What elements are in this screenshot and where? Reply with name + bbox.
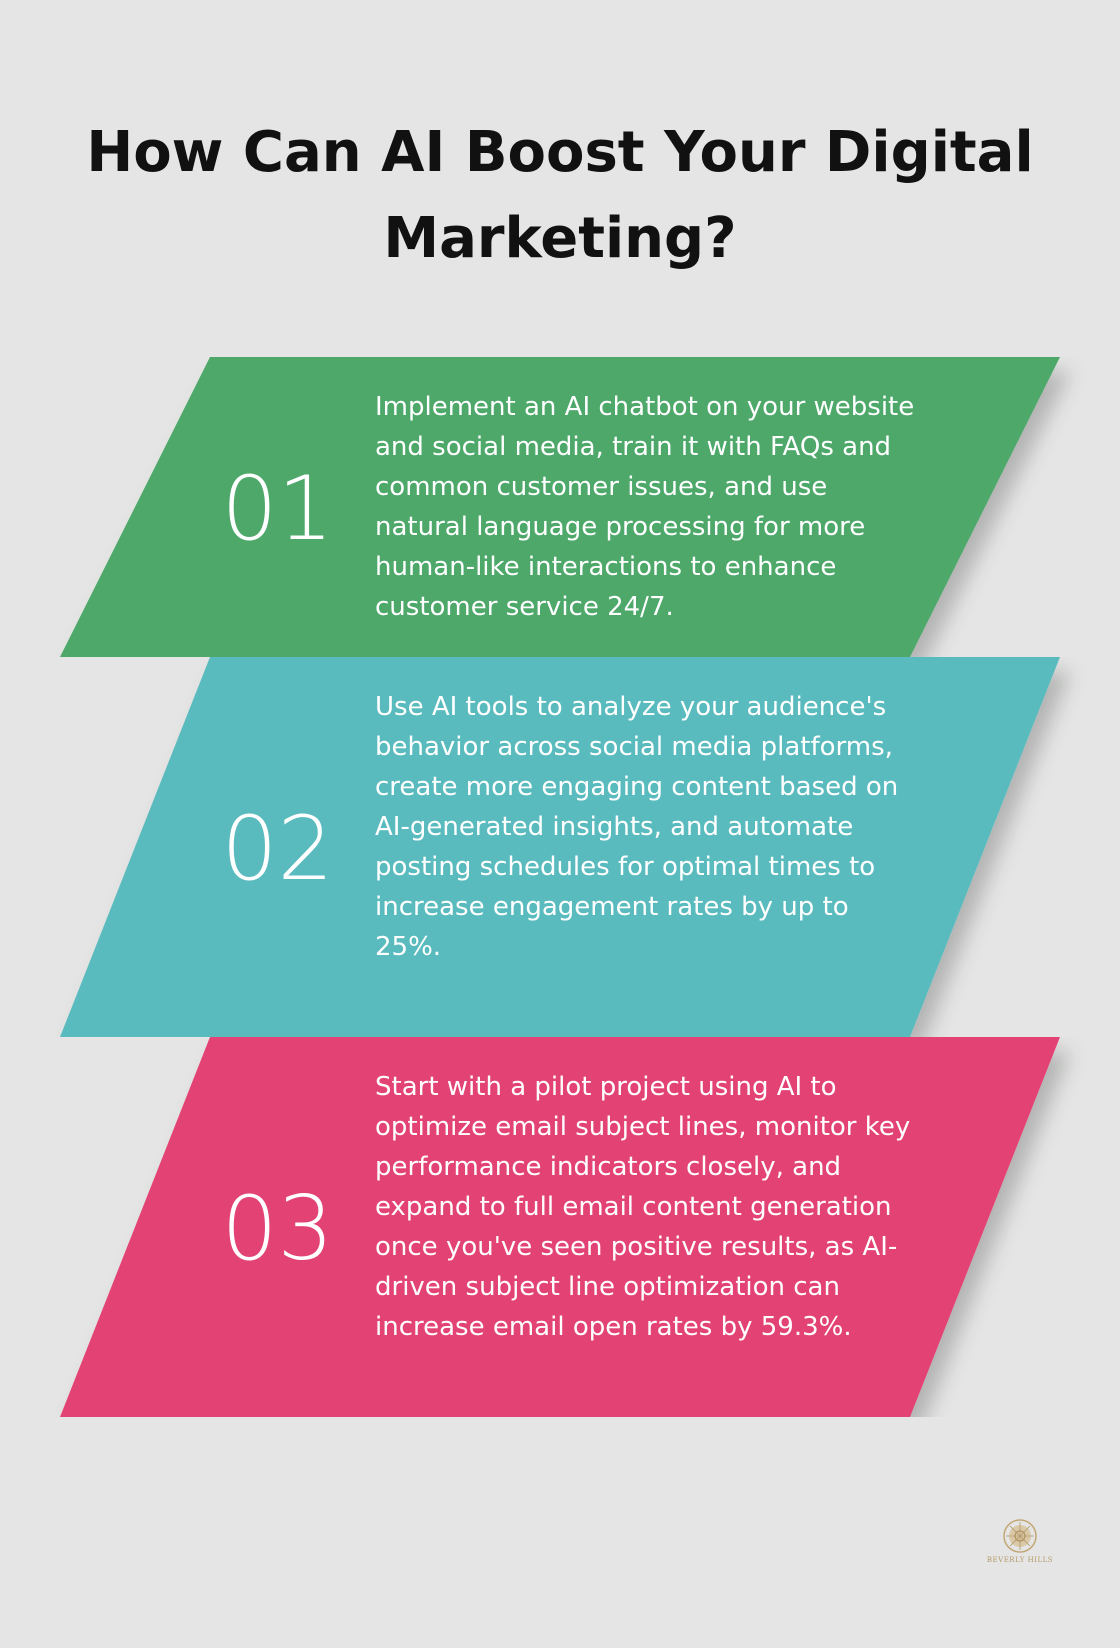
parallelogram-shape-2 bbox=[60, 657, 1060, 1037]
step-1-number: 01 bbox=[221, 457, 334, 560]
step-2: 02 Use AI tools to analyze your audience… bbox=[0, 657, 1120, 1037]
page-title: How Can AI Boost Your Digital Marketing? bbox=[86, 120, 1034, 271]
step-3-text: Start with a pilot project using AI to o… bbox=[375, 1072, 911, 1342]
parallelogram-shape-3 bbox=[60, 1037, 1060, 1417]
step-2-background bbox=[60, 657, 1060, 1037]
parallelogram-shape-1 bbox=[60, 357, 1060, 657]
step-3-background bbox=[60, 1037, 1060, 1417]
step-1-text: Implement an AI chatbot on your website … bbox=[375, 392, 915, 622]
ornament-medallion-icon bbox=[1003, 1519, 1037, 1553]
step-2-number: 02 bbox=[221, 797, 334, 900]
step-3: 03 Start with a pilot project using AI t… bbox=[0, 1037, 1120, 1417]
step-3-number: 03 bbox=[221, 1177, 334, 1280]
brand-logo-text: BEVERLY HILLS bbox=[986, 1556, 1054, 1564]
step-1: 01 Implement an AI chatbot on your websi… bbox=[0, 357, 1120, 657]
step-2-text: Use AI tools to analyze your audience's … bbox=[375, 692, 899, 962]
step-1-background bbox=[60, 357, 1060, 657]
brand-logo: BEVERLY HILLS bbox=[985, 1518, 1055, 1564]
